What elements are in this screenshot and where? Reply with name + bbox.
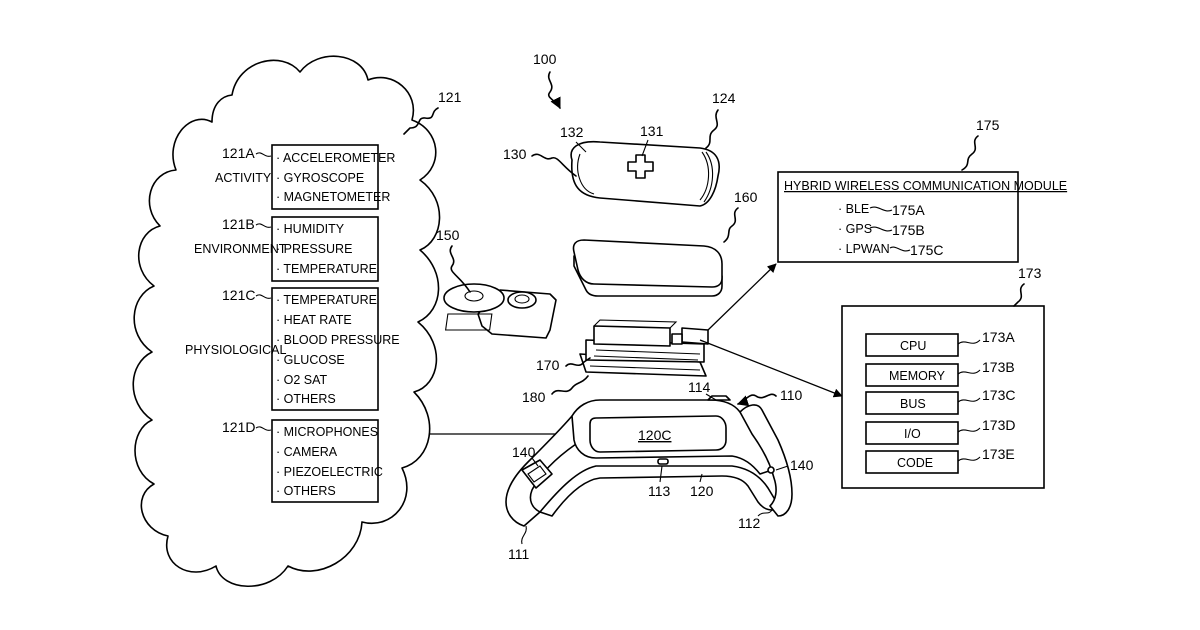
ref-124: 124 [712,90,736,106]
cpu-ref: 173A [982,329,1015,345]
ref-120c: 120C [638,427,671,443]
memory-label: MEMORY [889,369,946,383]
ref-111: 111 [508,546,529,562]
chip-tiny [672,334,682,344]
squiggle-124 [706,110,718,148]
group-name-environment: ENVIRONMENT [194,242,287,256]
ref-170: 170 [536,357,560,373]
squiggle-173 [1014,284,1024,306]
band-pin-140-right [768,467,774,473]
leader-111 [522,526,527,544]
wireless-ref: 175B [892,222,925,238]
bus-label: BUS [900,397,926,411]
squiggle-180 [552,376,588,394]
ref-114: 114 [688,379,711,395]
squiggle-130 [532,154,576,176]
wireless-item: · GPS [838,222,872,236]
squiggle-110 [738,394,776,404]
wireless-module-title: HYBRID WIRELESS COMMUNICATION MODULE [784,179,1067,193]
ref-180: 180 [522,389,546,405]
memory-ref: 173B [982,359,1015,375]
group-name-activity: ACTIVITY [215,171,272,185]
sensor-item: · CAMERA [276,445,338,459]
sensor-150-lens [508,292,536,308]
ref-140-left: 140 [512,444,536,460]
sensor-item: · OTHERS [276,392,336,406]
sensor-item: · BLOOD PRESSURE [276,333,400,347]
sensor-item: · GLUCOSE [276,353,345,367]
ref-140-right: 140 [790,457,814,473]
squiggle-100 [549,72,560,108]
group-name-physiological: PHYSIOLOGICAL [185,343,286,357]
wireless-item: · LPWAN [838,242,890,256]
ref-130: 130 [503,146,527,162]
ref-112: 112 [738,515,761,531]
bus-ref: 173C [982,387,1015,403]
sensor-item: · PRESSURE [276,242,352,256]
sensor-item: · ACCELEROMETER [276,151,395,165]
ref-121d: 121D [222,419,255,435]
ref-175: 175 [976,117,1000,133]
squiggle-175 [962,136,978,170]
io-label: I/O [904,427,921,441]
sensor-item: · PIEZOELECTRIC [276,465,383,479]
ref-121: 121 [438,89,462,105]
sensor-150-disc [444,284,504,312]
wireless-ref: 175C [910,242,943,258]
ref-160: 160 [734,189,758,205]
ref-113: 113 [648,483,671,499]
sensor-item: · HEAT RATE [276,313,352,327]
squiggle-121 [404,108,438,134]
ref-121c: 121C [222,287,255,303]
chip-main [594,326,670,346]
sensor-item: · HUMIDITY [276,222,345,236]
battery-160-top [573,240,722,287]
leader-121a [256,153,271,156]
leader-121c [256,295,271,298]
wireless-ref: 175A [892,202,925,218]
io-ref: 173D [982,417,1015,433]
sensor-item: · MAGNETOMETER [276,190,390,204]
ref-132: 132 [560,124,584,140]
code-ref: 173E [982,446,1015,462]
ref-110: 110 [780,387,803,403]
ref-100: 100 [533,51,557,67]
ref-173: 173 [1018,265,1042,281]
sensor-item: · OTHERS [276,484,336,498]
sensor-item: · O2 SAT [276,373,328,387]
wireless-item: · BLE [838,202,869,216]
code-label: CODE [897,456,933,470]
sensor-item: · TEMPERATURE [276,293,377,307]
sensor-item: · GYROSCOPE [276,171,364,185]
ref-121a: 121A [222,145,255,161]
band-button-113 [658,459,668,464]
sensor-item: · MICROPHONES [276,425,378,439]
arrow-board-to-173 [700,340,842,396]
ref-150: 150 [436,227,460,243]
sensor-item: · TEMPERATURE [276,262,377,276]
ref-121b: 121B [222,216,255,232]
leader-121b [256,224,271,227]
squiggle-160 [724,208,738,242]
ref-120: 120 [690,483,714,499]
cpu-label: CPU [900,339,926,353]
ref-131: 131 [640,123,664,139]
leader-121d [256,427,271,430]
